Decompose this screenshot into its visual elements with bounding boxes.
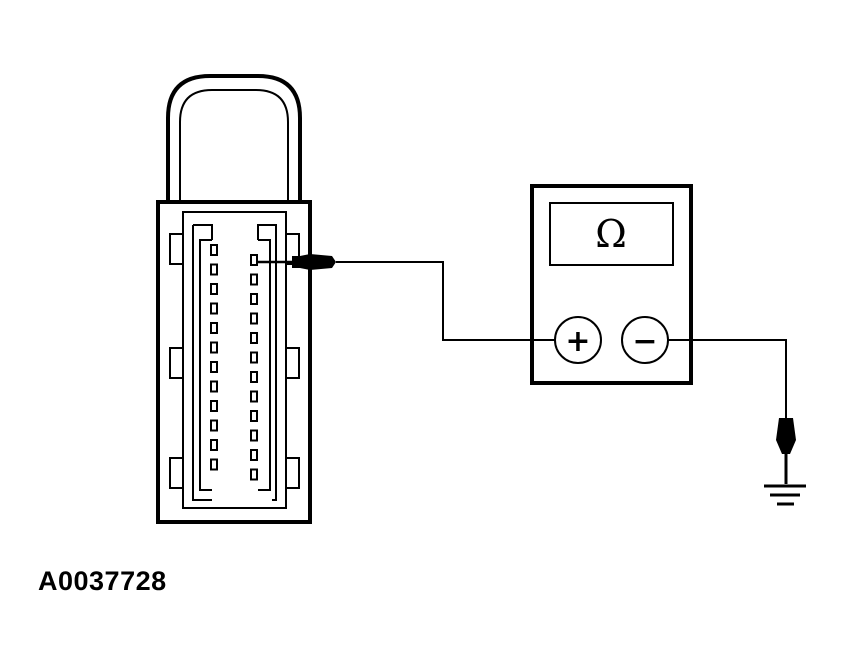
connector-pin <box>210 302 218 315</box>
connector-pin <box>210 419 218 432</box>
connector-pin <box>250 312 258 325</box>
connector-pin <box>250 254 258 266</box>
connector-latch <box>166 74 302 200</box>
connector-pin <box>250 273 258 286</box>
connector-pin <box>210 263 218 276</box>
connector-pin <box>210 400 218 412</box>
connector-pins-right <box>250 254 258 481</box>
connector-pin <box>210 361 218 373</box>
negative-lead-wire <box>668 339 787 418</box>
connector-pin <box>210 283 218 295</box>
connector-pin <box>250 429 258 442</box>
negative-terminal-label: − <box>632 324 657 359</box>
connector-pin <box>210 439 218 451</box>
positive-lead-wire <box>336 261 555 341</box>
meter-positive-terminal <box>554 316 602 364</box>
ground-symbol-icon <box>764 484 806 506</box>
ohm-symbol: Ω <box>595 212 627 256</box>
connector-pin <box>250 468 258 481</box>
test-probe <box>258 254 336 270</box>
multimeter: Ω + − <box>530 184 693 385</box>
positive-terminal-label: + <box>565 324 590 359</box>
connector-pin <box>250 351 258 364</box>
connector-pin <box>210 341 218 354</box>
connector-body <box>156 200 312 524</box>
connector-pin <box>210 380 218 393</box>
connector-pin <box>250 390 258 403</box>
meter-display <box>549 202 674 266</box>
figure-id-label: A0037728 <box>38 566 167 596</box>
connector-pin <box>210 322 218 334</box>
connector-pin <box>250 293 258 305</box>
connector-pins-left <box>210 244 218 471</box>
connector-pin <box>250 371 258 383</box>
ground-probe <box>776 418 796 484</box>
connector-pin <box>210 458 218 471</box>
connector-pin <box>250 449 258 461</box>
connector-pin <box>210 244 218 256</box>
connector-pin <box>250 332 258 344</box>
connector-pin <box>250 410 258 422</box>
